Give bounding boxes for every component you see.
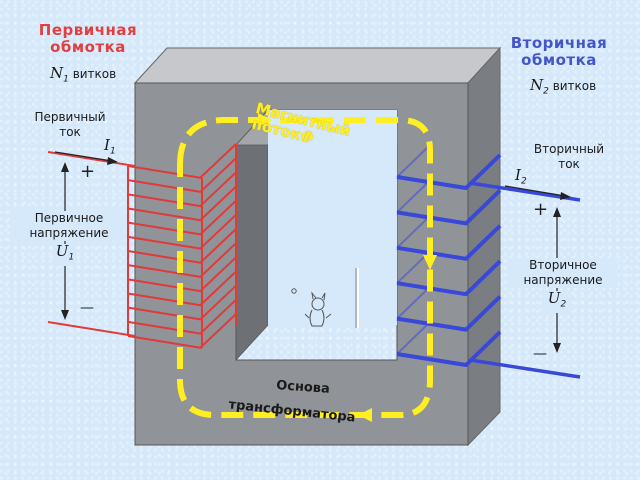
secondary-current-line2: ток: [558, 157, 580, 171]
primary-coil-turn-side: [199, 313, 237, 349]
primary-coil-turn-side: [199, 256, 237, 293]
secondary-current-label: Вторичный ток: [524, 142, 614, 172]
secondary-turns-word: витков: [552, 79, 597, 93]
secondary-lead-bottom: [469, 358, 581, 379]
primary-coil-turn: [127, 250, 203, 264]
secondary-coil-turn: [396, 224, 502, 261]
primary-voltage-line2: напряжение: [29, 226, 109, 240]
primary-voltage-arrowhead-bottom: [61, 310, 69, 320]
secondary-coil-turn-back: [396, 285, 431, 320]
primary-turns-label: N1 витков: [50, 66, 140, 87]
primary-coil-turn: [127, 278, 203, 293]
secondary-current-arrowhead: [560, 192, 571, 200]
primary-current-line1: Первичный: [34, 110, 106, 124]
primary-voltage-label: Первичное напряжение: [14, 211, 124, 241]
primary-voltage-symbol: U1: [53, 244, 77, 266]
secondary-coil: [396, 144, 502, 367]
secondary-voltage-label: Вторичное напряжение: [508, 258, 618, 288]
primary-coil: [127, 144, 237, 349]
primary-coil-turn-side: [199, 185, 237, 222]
secondary-title-line2: обмотка: [521, 51, 597, 69]
secondary-coil-turn-back: [396, 179, 431, 214]
secondary-coil-turn-back: [396, 215, 431, 249]
primary-current-arrow: [54, 151, 113, 162]
primary-coil-turn: [127, 292, 203, 307]
secondary-plus-sign: +: [533, 199, 549, 220]
secondary-voltage-arrowhead-top: [553, 207, 561, 217]
primary-coil-turn-side: [199, 284, 237, 321]
primary-current-line2: ток: [59, 125, 81, 139]
secondary-voltage-symbol: U2: [545, 291, 569, 313]
secondary-turns-index: 2: [543, 86, 549, 97]
primary-turns-word: витков: [72, 67, 117, 81]
secondary-coil-turn: [396, 330, 502, 367]
secondary-minus-sign: —: [533, 346, 547, 362]
secondary-winding-title: Вторичная обмотка: [494, 35, 624, 69]
primary-coil-turn: [127, 207, 203, 222]
primary-winding-title: Первичная обмотка: [18, 22, 158, 56]
flux-symbol: Φ: [298, 126, 316, 148]
secondary-coil-turn-back: [396, 144, 431, 178]
primary-coil-turn-side: [199, 228, 237, 264]
core-top-face: [133, 47, 502, 84]
primary-plus-sign: +: [80, 161, 96, 182]
primary-current-label: Первичный ток: [30, 110, 110, 140]
secondary-current-arrow: [504, 185, 566, 197]
flux-arrow-top: [258, 113, 272, 127]
cat-doodle-icon: [291, 288, 332, 327]
primary-lead-top: [47, 151, 136, 167]
primary-turns-symbol: N: [50, 64, 64, 82]
primary-coil-turn: [127, 165, 203, 179]
primary-coil-turn: [127, 221, 203, 236]
core-right-face: [467, 46, 501, 447]
primary-title-line2: обмотка: [50, 38, 126, 56]
primary-lead-bottom: [47, 321, 136, 337]
primary-coil-turn-side: [199, 299, 237, 335]
primary-coil-turn: [127, 264, 203, 279]
secondary-current-line1: Вторичный: [533, 142, 605, 156]
secondary-voltage-line2: напряжение: [523, 273, 603, 287]
secondary-title-line1: Вторичная: [510, 34, 608, 52]
primary-coil-turn: [127, 193, 203, 208]
secondary-voltage-arrowhead-bottom: [553, 343, 561, 353]
primary-coil-turn-side: [199, 270, 237, 307]
window-inner-left-face: [235, 108, 269, 362]
primary-coil-turn: [127, 306, 203, 321]
primary-coil-turn-side: [199, 242, 237, 278]
primary-coil-turn: [127, 179, 203, 194]
primary-coil-turn: [127, 320, 203, 335]
secondary-current-symbol: I2: [515, 166, 527, 187]
flux-arrow-bottom: [358, 408, 372, 422]
flux-arrow-right: [423, 255, 437, 270]
secondary-coil-turn: [396, 188, 502, 226]
primary-title-line1: Первичная: [38, 21, 138, 39]
primary-coil-turn-side: [199, 199, 237, 236]
secondary-turns-label: N2 витков: [530, 78, 630, 99]
primary-voltage-line1: Первичное: [34, 211, 104, 225]
primary-minus-sign: —: [80, 300, 94, 316]
primary-turns-index: 1: [63, 74, 69, 85]
secondary-coil-turn: [396, 295, 502, 332]
primary-coil-side: [199, 143, 237, 349]
primary-current-arrowhead: [107, 157, 118, 165]
window-opening: [268, 110, 397, 325]
primary-coil-turn-side: [199, 157, 237, 193]
magnetic-flux-path: [177, 117, 433, 418]
secondary-voltage-line1: Вторичное: [529, 258, 597, 272]
primary-coil-turn: [127, 335, 203, 349]
secondary-coil-turn-back: [396, 321, 431, 355]
primary-voltage-arrowhead-top: [61, 162, 69, 172]
secondary-coil-turn: [396, 153, 502, 190]
primary-coil-turn: [127, 235, 203, 250]
primary-coil-turn-side: [199, 143, 237, 179]
primary-coil-turn-side: [199, 214, 237, 250]
secondary-turns-symbol: N: [530, 76, 544, 94]
secondary-coil-turn: [396, 259, 502, 297]
primary-coil-turn-side: [199, 171, 237, 208]
primary-current-symbol: I1: [104, 136, 116, 157]
